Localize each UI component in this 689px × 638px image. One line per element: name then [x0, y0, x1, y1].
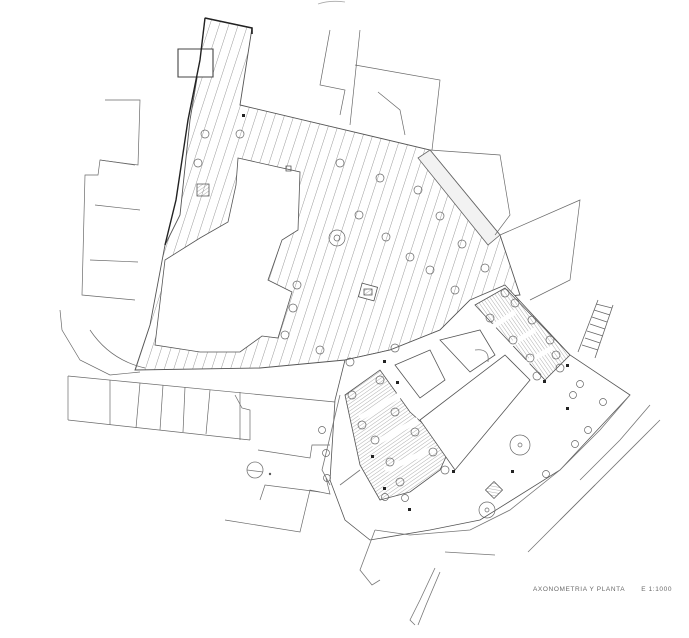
surrounding-buildings — [60, 30, 580, 532]
stair-flight-west — [345, 370, 450, 500]
drawing-caption: AXONOMETRIA Y PLANTA E 1:1000 — [533, 586, 672, 593]
fountain-features — [197, 166, 502, 498]
lamp-points — [242, 114, 569, 511]
caption-title: AXONOMETRIA Y PLANTA — [533, 586, 625, 593]
tree-symbols — [194, 130, 607, 518]
stair-flight-east — [475, 288, 570, 380]
external-stair-ne — [578, 300, 613, 358]
caption-scale: E 1:1000 — [641, 586, 673, 593]
central-building — [155, 49, 300, 352]
road-edges — [322, 395, 660, 625]
